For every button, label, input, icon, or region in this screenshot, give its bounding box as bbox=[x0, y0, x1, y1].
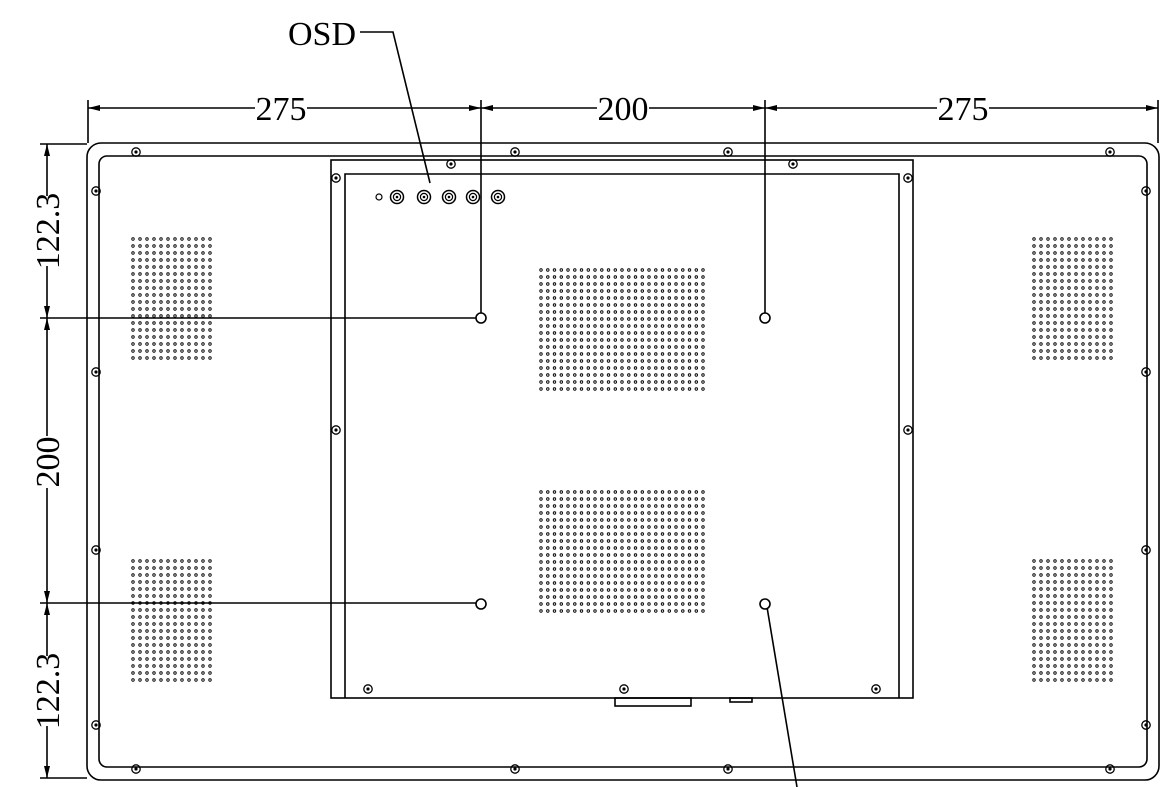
osd-leader bbox=[360, 31, 431, 184]
osd-button bbox=[441, 189, 457, 205]
osd-button bbox=[389, 189, 405, 205]
screw bbox=[1141, 186, 1151, 196]
bottom-connector-small bbox=[729, 697, 753, 703]
inner-frame bbox=[98, 155, 1148, 768]
screw bbox=[331, 173, 341, 183]
screw bbox=[788, 159, 798, 169]
screw bbox=[131, 147, 141, 157]
screw bbox=[1105, 764, 1115, 774]
screw bbox=[723, 764, 733, 774]
screw bbox=[903, 173, 913, 183]
bottom-leader bbox=[766, 606, 798, 787]
screw bbox=[1141, 545, 1151, 555]
screw bbox=[131, 764, 141, 774]
screw bbox=[1141, 720, 1151, 730]
screw bbox=[91, 720, 101, 730]
screw bbox=[363, 684, 373, 694]
screw bbox=[510, 147, 520, 157]
screw bbox=[1105, 147, 1115, 157]
dim-top-right: 275 bbox=[938, 91, 989, 128]
screw bbox=[331, 425, 341, 435]
vesa-hole bbox=[475, 598, 487, 610]
vent-grid bbox=[1032, 559, 1113, 682]
screw bbox=[91, 367, 101, 377]
dim-left-top: 122.3 bbox=[30, 193, 67, 270]
vent-group bbox=[131, 237, 1113, 682]
vesa-hole bbox=[759, 598, 771, 610]
indicator-led bbox=[375, 193, 383, 201]
vesa-holes bbox=[475, 312, 771, 610]
screw bbox=[510, 764, 520, 774]
screw bbox=[619, 684, 629, 694]
screw bbox=[903, 425, 913, 435]
back-plate bbox=[330, 159, 914, 699]
dim-left-bottom: 122.3 bbox=[30, 653, 67, 730]
dim-left-middle: 200 bbox=[30, 437, 67, 488]
osd-button bbox=[465, 189, 481, 205]
screw bbox=[91, 545, 101, 555]
vent-grid bbox=[539, 268, 705, 391]
osd-button bbox=[416, 189, 432, 205]
dim-top-center: 200 bbox=[598, 91, 649, 128]
bottom-connector bbox=[614, 697, 692, 707]
screw bbox=[91, 186, 101, 196]
screw bbox=[723, 147, 733, 157]
osd-callout-label: OSD bbox=[288, 16, 356, 53]
vesa-hole bbox=[475, 312, 487, 324]
vent-grid bbox=[131, 559, 212, 682]
outer-frame bbox=[86, 142, 1160, 781]
vesa-hole bbox=[759, 312, 771, 324]
dim-top-left: 275 bbox=[256, 91, 307, 128]
screw bbox=[871, 684, 881, 694]
vent-grid bbox=[1032, 237, 1113, 360]
osd-button bbox=[490, 189, 506, 205]
vent-grid bbox=[539, 490, 705, 613]
back-plate-inner bbox=[344, 173, 900, 698]
screw-group bbox=[91, 147, 1151, 774]
screw bbox=[1141, 367, 1151, 377]
vent-grid bbox=[131, 237, 212, 360]
screw bbox=[446, 159, 456, 169]
osd-button-group bbox=[375, 189, 506, 205]
